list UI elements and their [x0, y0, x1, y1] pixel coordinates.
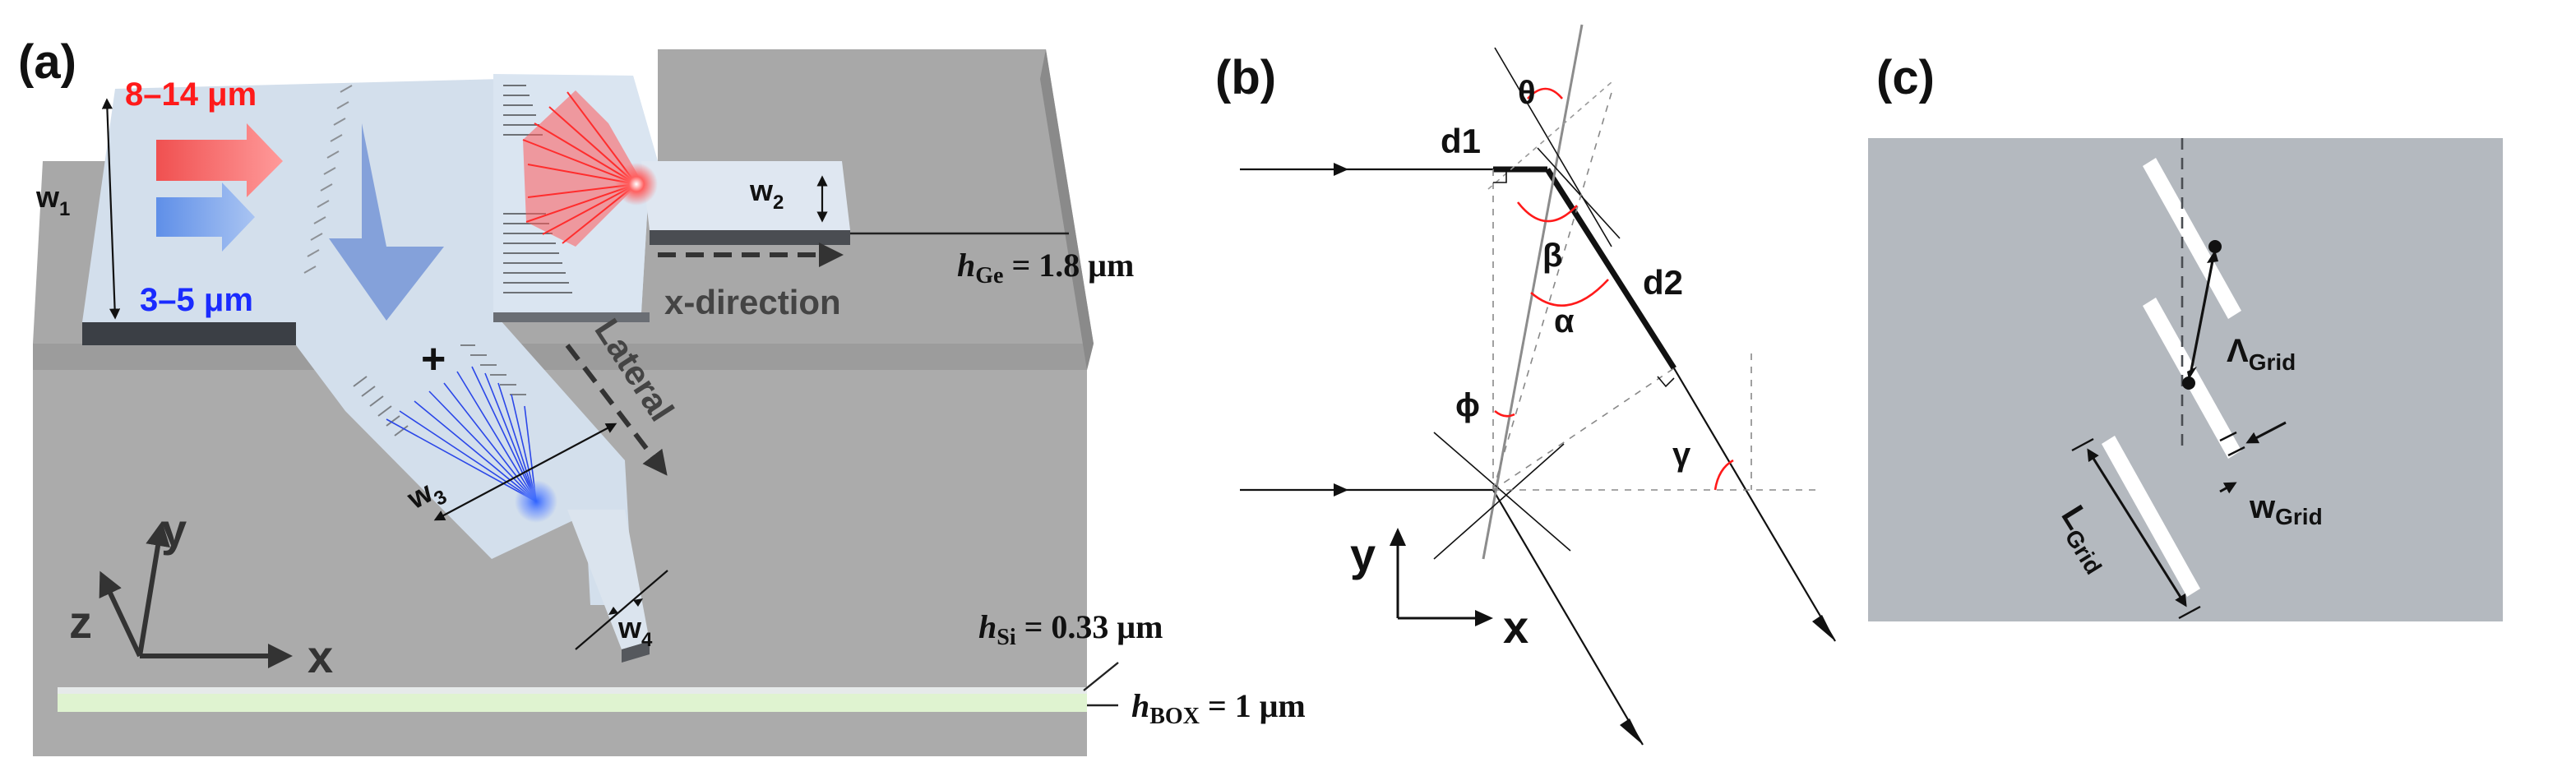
l-grid-dimension [2087, 448, 2187, 607]
input-mirror-hatch [303, 85, 353, 274]
box-layer [58, 694, 1087, 712]
d2-segment [1545, 168, 1676, 370]
axis-y-label: y [161, 504, 187, 556]
si-layer [58, 687, 1087, 694]
label-d2: d2 [1643, 263, 1683, 302]
lambda-label: ΛGrid [2227, 333, 2296, 375]
h-si-label: hSi = 0.33 μm [978, 608, 1163, 650]
w-grid-arrow-1 [2245, 421, 2287, 444]
lambda-dimension [2189, 256, 2215, 376]
label-theta: θ [1518, 75, 1536, 111]
right-angle-d2 [1657, 376, 1675, 388]
panel-a-label: (a) [18, 35, 76, 89]
axis-z-label: z [69, 596, 92, 648]
red-focus-rays [522, 90, 658, 247]
w4-dimension [575, 570, 668, 650]
w4-label: w4 [617, 611, 653, 651]
label-beta: β [1542, 238, 1562, 274]
lambda-dot-top [2208, 240, 2222, 253]
panel-c: (c) ΛGrid wGrid LGrid [1868, 51, 2503, 621]
label-phi: ϕ [1455, 387, 1480, 423]
label-alpha: α [1554, 303, 1575, 340]
w1-label: w1 [35, 180, 70, 220]
refracted-ray-2 [1492, 489, 1644, 746]
panel-b-label: (b) [1215, 51, 1276, 104]
normal-line-bottom [1433, 432, 1571, 552]
angle-arcs [1494, 87, 1734, 491]
panel-b: (b) [1215, 24, 1836, 746]
w-grid-arrow-2 [2219, 482, 2237, 494]
panel-c-label: (c) [1876, 51, 1935, 104]
axes-a [99, 521, 293, 668]
blue-propagation-arrow [329, 123, 444, 321]
w1-dimension [101, 98, 121, 320]
h-ge-label: hGe = 1.8 μm [957, 247, 1134, 289]
lambda-dot-bottom [2182, 376, 2195, 390]
interface-line-1 [1482, 24, 1584, 560]
reference-dashes [1492, 86, 1817, 491]
blue-focus-spot [515, 480, 557, 523]
refracted-ray-1 [1673, 367, 1836, 642]
axis-b-y-label: y [1350, 529, 1376, 580]
axes-b [1396, 536, 1487, 620]
normal-line-top [1494, 47, 1612, 247]
axis-b-x-label: x [1503, 601, 1528, 653]
center-mark: + [421, 335, 446, 383]
label-gamma: γ [1672, 436, 1691, 473]
band-long-label: 8–14 μm [125, 76, 257, 113]
w3-dimension [433, 423, 617, 521]
h-box-label: hBOX = 1 μm [1131, 687, 1306, 729]
h-si-leader [1083, 662, 1119, 691]
w2-label: w2 [749, 173, 784, 214]
label-d1: d1 [1441, 122, 1481, 160]
w-grid-label: wGrid [2249, 489, 2323, 529]
input-arrows [156, 123, 283, 252]
band-short-label: 3–5 μm [140, 282, 253, 318]
panel-a: (a) [18, 35, 1306, 756]
right-angle-d1 [1493, 169, 1507, 183]
x-direction-label: x-direction [664, 283, 841, 321]
axis-x-label: x [308, 630, 333, 682]
tangent-line-top [1487, 81, 1612, 190]
lateral-grating-hatch [353, 344, 526, 436]
